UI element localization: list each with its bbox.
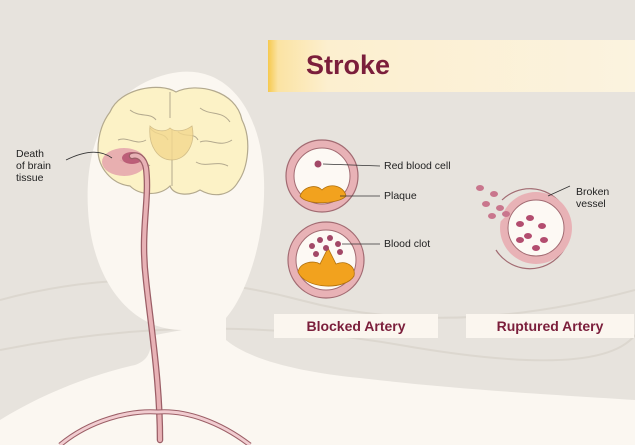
death-of-brain-tissue-label: Death of brain tissue	[16, 148, 51, 184]
escaping-blood-cells	[476, 185, 510, 219]
blocked-artery-cross-section-1	[285, 139, 359, 213]
red-blood-cell-label: Red blood cell	[384, 160, 451, 172]
page-title: Stroke	[306, 50, 391, 80]
label-line: of brain	[16, 160, 52, 172]
red-blood-cells	[516, 215, 548, 251]
red-blood-cell	[314, 160, 322, 168]
plaque	[297, 247, 355, 287]
blood-clot	[309, 235, 343, 257]
label-line: vessel	[576, 198, 606, 210]
title-banner: Stroke	[268, 40, 635, 92]
background-curve	[0, 279, 635, 319]
background-curve	[0, 327, 635, 362]
blocked-artery-caption: Blocked Artery	[274, 314, 438, 338]
label-line: Broken	[576, 186, 610, 198]
brain	[97, 86, 249, 196]
ruptured-artery-caption: Ruptured Artery	[466, 314, 634, 338]
ruptured-artery-cross-section	[476, 185, 572, 270]
plaque	[299, 185, 347, 204]
broken-vessel-label: Broken vessel	[576, 186, 609, 210]
label-line: tissue	[16, 172, 44, 184]
pointer-line	[65, 151, 113, 161]
plaque-label: Plaque	[384, 190, 417, 202]
blocked-artery-cross-section-2	[287, 221, 365, 299]
blood-clot-label: Blood clot	[384, 238, 431, 250]
label-line: Death	[16, 148, 45, 160]
